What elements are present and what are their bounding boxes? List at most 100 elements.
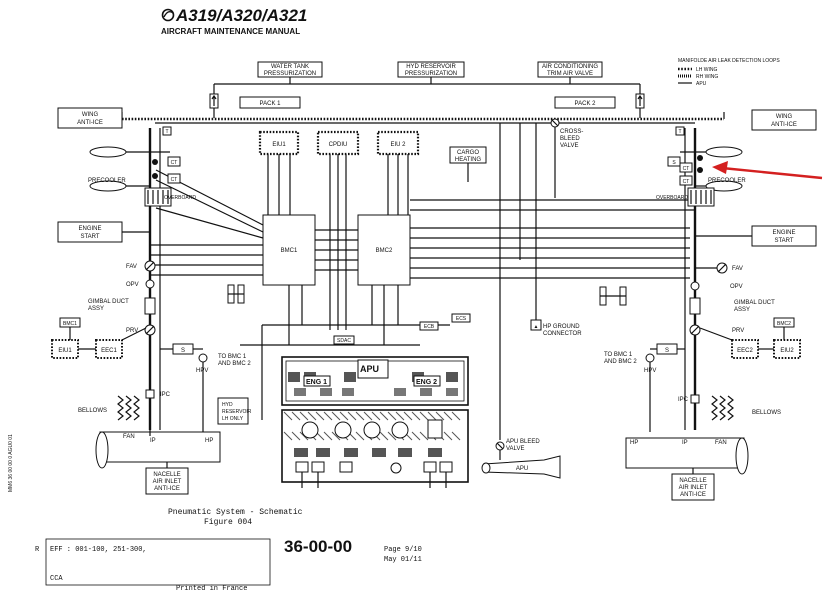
airbus-logo-icon	[161, 8, 175, 22]
caption-line1-label: Pneumatic System - Schematic	[168, 508, 303, 517]
labels-engine-start-1-label: START	[774, 238, 793, 244]
eiu2-top-box: EIU 2	[376, 130, 420, 156]
labels-t-box-label: T	[165, 129, 168, 135]
labels-hyd-lh-1-label: RESERVOIR	[222, 409, 252, 415]
labels-hyd-lh-2-label: LH ONLY	[222, 416, 244, 422]
labels-nacelle-2-label: ANTI-ICE	[680, 492, 706, 498]
labels-prv-label: PRV	[732, 328, 744, 334]
labels-ip-label: IP	[682, 440, 688, 446]
labels-ipc-label: IPC	[160, 392, 171, 398]
labels-hp-ground-1-label: CONNECTOR	[543, 331, 582, 337]
labels-s-box-label: S	[665, 348, 669, 354]
labels-precooler-label: PRECOOLER	[88, 178, 126, 184]
labels-nacelle-1-label: AIR INLET	[679, 485, 708, 491]
labels-to-bmc-0-label: TO BMC 1	[218, 354, 247, 360]
labels-cpdiu-label: CPDIU	[329, 142, 348, 148]
labels-ct-label: CT	[171, 177, 178, 183]
labels-wing-anti-ice-1-label: ANTI-ICE	[77, 120, 103, 126]
labels-ct-label: CT	[171, 160, 178, 166]
labels-precooler-label: PRECOOLER	[708, 178, 746, 184]
labels-gimbal-0-label: GIMBAL DUCT	[734, 300, 775, 306]
labels-eiu1-small-label: EIU1	[58, 348, 72, 354]
bmc-buses	[150, 169, 695, 420]
labels-overboard-label: OVERBOARD	[656, 195, 688, 201]
labels-engine-start-0-label: ENGINE	[78, 226, 101, 232]
cross-bleed-valve: CROSS- BLEED VALVE	[550, 118, 583, 198]
labels-ip-label: IP	[150, 438, 156, 444]
labels-hpv-label: HPV	[196, 368, 208, 374]
labels-pack2-label: PACK 2	[575, 101, 597, 107]
labels-air-conditioning-1-label: TRIM AIR VALVE	[547, 71, 593, 77]
cca-label: CCA	[50, 575, 63, 583]
legend-item-lh: LH WING	[696, 67, 718, 73]
labels-eng2-label: ENG 2	[416, 379, 437, 386]
labels-eiu1-label: EIU1	[272, 142, 286, 148]
right-engine: T S CT CT PRECOOLER OVERBOARD ENGINE STA…	[599, 126, 817, 501]
labels-wing-anti-ice-0-label: WING	[82, 112, 99, 118]
labels-bmc1-label: BMC1	[281, 248, 298, 254]
labels-ct-label: CT	[683, 166, 690, 172]
labels-cargo-heating-1-label: HEATING	[455, 157, 482, 163]
labels-nacelle-0-label: NACELLE	[679, 478, 706, 484]
page-number: Page 9/10	[384, 546, 422, 554]
cpdiu-box: CPDIU	[316, 130, 360, 156]
water-tank-box: WATER TANK PRESSURIZATION	[257, 61, 323, 78]
labels-opv-label: OPV	[126, 282, 139, 288]
labels-bmc2-small-label: BMC2	[777, 321, 791, 327]
cargo-heating-box: CARGO HEATING	[449, 146, 487, 164]
labels-ct-label: CT	[683, 179, 690, 185]
labels-water-tank-0-label: WATER TANK	[271, 64, 309, 70]
labels-wing-anti-ice-1-label: ANTI-ICE	[771, 122, 797, 128]
legend-item-rh: RH WING	[696, 74, 718, 80]
chapter-number: 36-00-00	[284, 537, 352, 556]
labels-apu-bleed-1-label: VALVE	[506, 446, 524, 452]
overhead-bleed-panel: APU ENG 1 ENG 2	[281, 356, 469, 406]
labels-overboard-label: OVERBOARD	[164, 195, 196, 201]
labels-to-bmc-1-label: AND BMC 2	[218, 361, 251, 367]
side-reference-code: MM6 36 00 00 0 AGU0 01	[8, 434, 14, 492]
left-engine: T CT CT PRECOOLER OVERBOARD ENGINE START…	[51, 126, 252, 495]
labels-eng1-label: ENG 1	[306, 379, 327, 386]
labels-nacelle-0-label: NACELLE	[153, 472, 180, 478]
wing-anti-ice-left: WING ANTI-ICE	[57, 107, 123, 129]
labels-ecs-label: ECS	[456, 316, 467, 322]
page-footer: R EFF : 001-100, 251-300, CCA 36-00-00 P…	[35, 537, 422, 593]
labels-to-bmc-0-label: TO BMC 1	[604, 352, 633, 358]
header: A319/A320/A321 AIRCRAFT MAINTENANCE MANU…	[161, 6, 307, 36]
labels-hp-ground-0-label: HP GROUND	[543, 324, 580, 330]
printed-note: Printed in France	[176, 585, 247, 593]
page-date: May 01/11	[384, 556, 422, 564]
labels-t-box-label: T	[678, 129, 681, 135]
air-conditioning-panel	[281, 409, 469, 488]
revision-mark: R	[35, 546, 40, 554]
labels-hyd-reservoir-0-label: HYD RESERVOIR	[406, 64, 456, 70]
labels-nacelle-2-label: ANTI-ICE	[154, 486, 180, 492]
labels-wing-anti-ice-0-label: WING	[776, 114, 793, 120]
labels-hp-label: HP	[205, 438, 213, 444]
labels-bellows-label: BELLOWS	[78, 408, 107, 414]
labels-bmc2-label: BMC2	[376, 248, 393, 254]
labels-apu-label: APU	[516, 466, 528, 472]
top-manifold	[209, 77, 645, 118]
labels-opv-label: OPV	[730, 284, 743, 290]
labels-s-box-label: S	[672, 160, 676, 166]
ecb-box: ECB	[419, 321, 439, 331]
labels-eec1-label: EEC1	[101, 348, 117, 354]
hp-ground-connector: ▲ HP GROUND CONNECTOR	[530, 319, 582, 337]
labels-nacelle-1-label: AIR INLET	[153, 479, 182, 485]
labels-engine-start-1-label: START	[80, 234, 99, 240]
labels-cargo-heating-0-label: CARGO	[457, 150, 479, 156]
labels-ipc-label: IPC	[678, 397, 689, 403]
apu-assembly: APU BLEED VALVE APU	[481, 439, 561, 479]
labels-fan-label: FAN	[123, 434, 135, 440]
labels-engine-start-0-label: ENGINE	[772, 230, 795, 236]
labels-ecb-label: ECB	[424, 324, 435, 330]
effectivity: EFF : 001-100, 251-300,	[50, 546, 147, 554]
legend-title: MANIFOLDE AIR LEAK DETECTION LOOPS	[678, 58, 780, 64]
labels-sdac-label: SDAC	[337, 338, 351, 344]
labels-eiu2-small-label: EIU2	[780, 348, 794, 354]
labels-cross-bleed-0-label: CROSS-	[560, 129, 583, 135]
labels-hp-label: HP	[630, 440, 638, 446]
sdac-box: SDAC	[333, 335, 355, 345]
pack-1-box: PACK 1	[239, 96, 301, 109]
